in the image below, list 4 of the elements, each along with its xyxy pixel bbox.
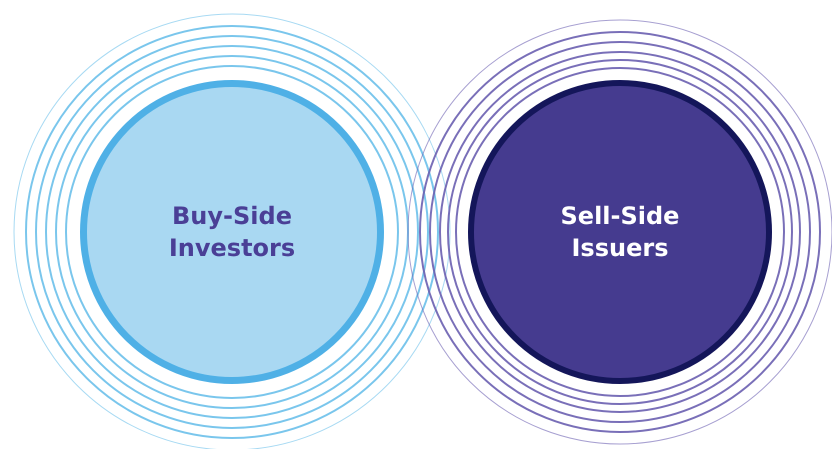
circle-node [468, 80, 772, 384]
node-label: Buy-Side Investors [168, 201, 296, 264]
circle-node [80, 80, 384, 384]
node-label: Sell-Side Issuers [560, 201, 680, 264]
